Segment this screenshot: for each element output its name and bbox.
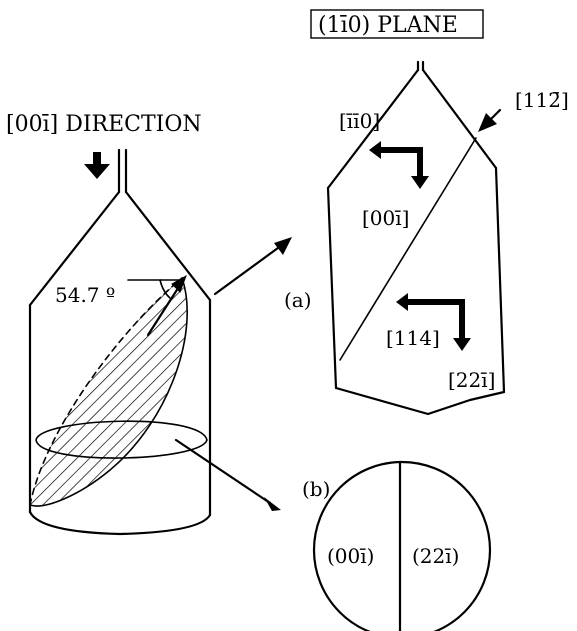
angle-label: 54.7 º [55, 283, 115, 307]
label-114: [114] [386, 326, 440, 350]
plane-edge-solid [29, 277, 188, 507]
label-112: [112̄] [515, 88, 569, 112]
boule-shoulder-right [124, 190, 212, 302]
boule-shoulder-left [28, 190, 121, 307]
direction-label: [00ī] DIRECTION [6, 112, 202, 137]
direction-down-arrow [84, 152, 110, 179]
plane-normal-arrow-shaft [146, 280, 184, 337]
plane-normal-arrowhead [171, 274, 187, 293]
marker-a: (a) [284, 288, 312, 312]
plane-section-outline [326, 60, 506, 416]
plane-title-box: (1ī0) PLANE [310, 9, 484, 39]
plane-edge-dashed [29, 277, 183, 506]
face-221: (22ī) [412, 544, 459, 568]
arrow-112 [478, 108, 502, 132]
angle-arc [159, 279, 171, 299]
marker-b: (b) [302, 477, 330, 501]
bent-arrow-upper [369, 141, 429, 189]
circle-section: (00ī) (22ī) [312, 460, 492, 631]
angle-marker: 54.7 º [55, 274, 187, 337]
label-221-section: [22ī] [448, 368, 495, 392]
label-001-section: [00ī] [362, 206, 409, 230]
crystal-boule [28, 148, 212, 536]
bent-arrow-lower [396, 293, 471, 351]
label-110: [īī0] [339, 109, 380, 133]
arrow-to-b [174, 438, 281, 511]
face-001: (00ī) [327, 544, 374, 568]
boule-bottom [28, 510, 212, 536]
slip-trace-line [339, 137, 477, 361]
arrow-to-a [213, 237, 292, 296]
plane-title: (1ī0) PLANE [318, 13, 458, 38]
